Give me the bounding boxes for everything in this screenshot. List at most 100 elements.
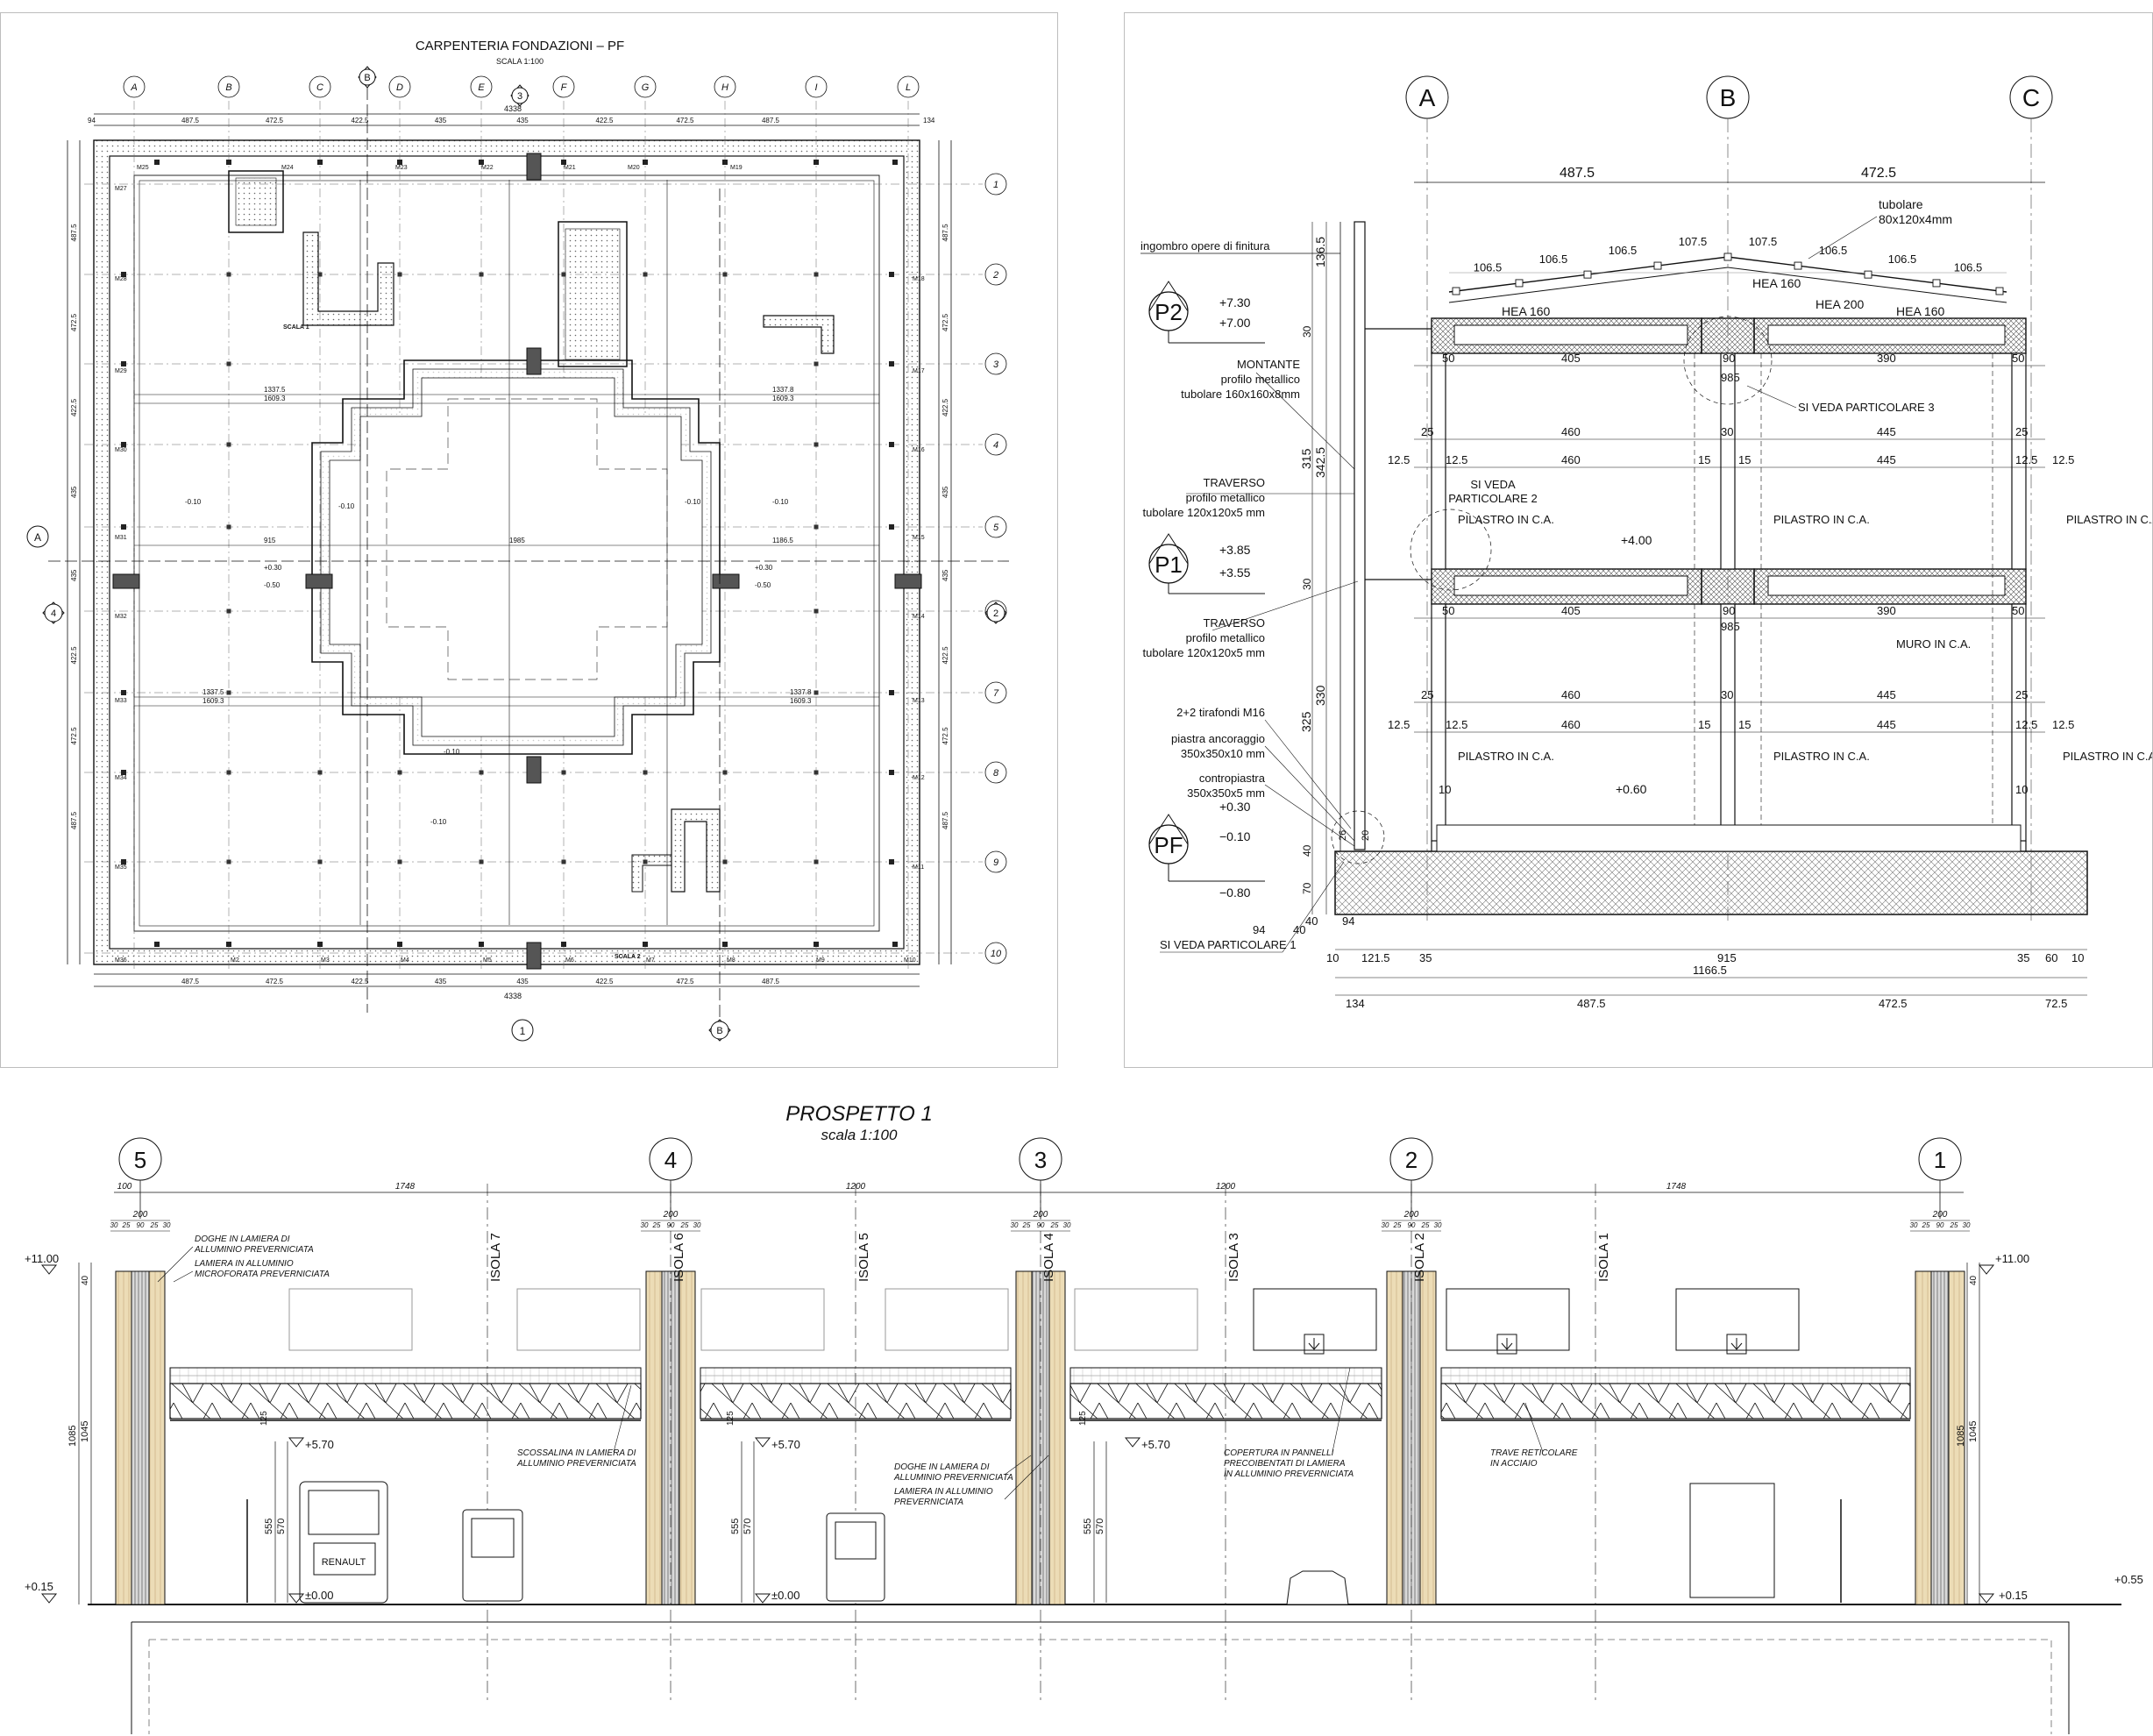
plan-top-dim: 422.5 [595,117,614,125]
sec-d-125h: 12.5 [2052,718,2074,731]
plan-edge-pile [722,160,728,165]
h-1085-right: 1085 [1956,1426,1966,1447]
sec-d-50c: 50 [1442,604,1454,617]
sec-d-445a: 445 [1877,425,1896,438]
elevation-span-dim: 1748 [395,1182,416,1192]
pier-sub-dim: 25 [1022,1221,1031,1229]
plan-top-dim: 435 [516,117,529,125]
plan-bottom-dim: 422.5 [595,978,614,985]
plan-pile [814,859,819,864]
lev-055: +0.55 [2114,1573,2143,1586]
elevation-height-dims [78,1263,1980,1604]
h-125-c: 125 [1078,1411,1088,1426]
plan-edge-pile [479,942,484,947]
u-wall-top [302,231,394,326]
plan-side-dim-left: 422.5 [70,398,78,416]
plan-bottom-dim: 472.5 [266,978,284,985]
section-columns [1431,352,2027,842]
pilastro-label-6: PILASTRO IN C.A. [2063,750,2152,763]
section-mark-3: 3 [517,91,522,102]
note-piastra: piastra ancoraggio [1171,732,1265,745]
plan-pile [561,770,566,775]
plan-edge-pile [121,272,126,277]
plan-bottom-dim: 435 [435,978,447,985]
plan-edge-pile [561,942,566,947]
lev-570-c: +5.70 [1141,1438,1170,1451]
plan-pile [814,690,819,695]
plan-member-label: M7 [646,957,655,964]
plan-row-axis-label: 4 [993,440,998,451]
island-label: ISOLA 6 [671,1233,686,1282]
plan-pile [317,859,323,864]
plan-edge-pile [814,160,819,165]
plan-side-dim-right: 472.5 [941,313,949,331]
note-cop-3: IN ALLUMINIO PREVERNICIATA [1224,1469,1354,1479]
roof-purlin [1723,253,1732,261]
canopy-truss [169,1383,642,1419]
sec-d-460a: 460 [1561,425,1581,438]
sec-b-915: 915 [1717,951,1737,964]
central-pit-dashed [386,398,668,680]
sec-v-325: 325 [1299,711,1313,732]
section-mark-b-top: B [364,73,370,83]
pier-sub-dim: 25 [680,1221,689,1229]
elevation-span-dim: 1748 [1666,1182,1687,1192]
roof-dim: 106.5 [1819,244,1848,257]
plan-row-axis-bubble [984,352,1007,375]
plan-edge-pile [154,160,160,165]
plan-row-axis-bubble [984,942,1007,964]
plan-total-dim-bottom: 4338 [504,992,522,1000]
note-montante-3: tubolare 160x160x8mm [1181,388,1300,401]
sec-v-3425: 342.5 [1313,447,1327,478]
plinth-hidden [148,1639,2052,1734]
roof-dim: 106.5 [1474,260,1503,274]
sec-d-25c: 25 [1421,688,1433,701]
island-label: ISOLA 4 [1041,1233,1056,1282]
elevation-axis-label: 5 [134,1147,146,1173]
sec-v-1365: 136.5 [1313,237,1327,267]
plan-col-axis-bubble [217,75,240,98]
elevation-level-triangles [40,1264,1995,1604]
plan-col-axis-bubble [714,75,736,98]
note-doghe-b2: ALLUMINIO PREVERNICIATA [893,1473,1013,1483]
note-cop-1: COPERTURA IN PANNELLI [1224,1448,1334,1458]
tank-top-left [228,170,284,233]
plan-edge-pile [889,770,894,775]
sec-d-25d: 25 [2015,688,2028,701]
plan-edge-pile [814,942,819,947]
pilastro-label-2: PILASTRO IN C.A. [1773,513,1870,526]
sec-b-40b: 40 [1305,914,1318,928]
plan-col-axis-bubble [805,75,828,98]
sec-v-30b: 30 [1301,578,1313,590]
plan-level-4: -0.10 [772,498,789,506]
plan-edge-pile [121,524,126,530]
plan-row-axis-label: 2 [992,270,998,281]
plan-member-label: M13 [913,698,925,704]
plan-top-dim: 487.5 [762,117,780,125]
sec-v-330: 330 [1313,685,1327,706]
sec-d-460d: 460 [1561,718,1581,731]
pier-cladding-right [679,1270,696,1605]
island-label: ISOLA 3 [1226,1233,1241,1282]
pier-sub-dim: 90 [667,1221,675,1229]
plan-side-dim-left: 487.5 [70,811,78,829]
plan-pile [226,859,231,864]
note-montante: MONTANTE [1237,358,1300,371]
pier-cladding-right [1948,1270,1965,1605]
sec-v-40: 40 [1301,844,1313,857]
plan-member-label: M33 [115,698,127,704]
roof-note-1: tubolare [1879,197,1923,211]
plan-member-label: M10 [904,957,916,964]
plan-edge-pile [121,770,126,775]
canopy-truss [1069,1383,1382,1419]
note-piastra-2: 350x350x10 mm [1181,747,1265,760]
sec-d-90b: 90 [1723,604,1735,617]
section-mark-a: A [34,531,41,544]
note-vedi-1: SI VEDA PARTICOLARE 1 [1160,938,1297,951]
sec-d-125d: 12.5 [2052,453,2074,466]
lev-m080: −0.80 [1219,886,1251,900]
plan-side-dim-left: 472.5 [70,727,78,745]
plan-pile [643,859,648,864]
plan-pile [226,524,231,530]
plan-pile [814,272,819,277]
